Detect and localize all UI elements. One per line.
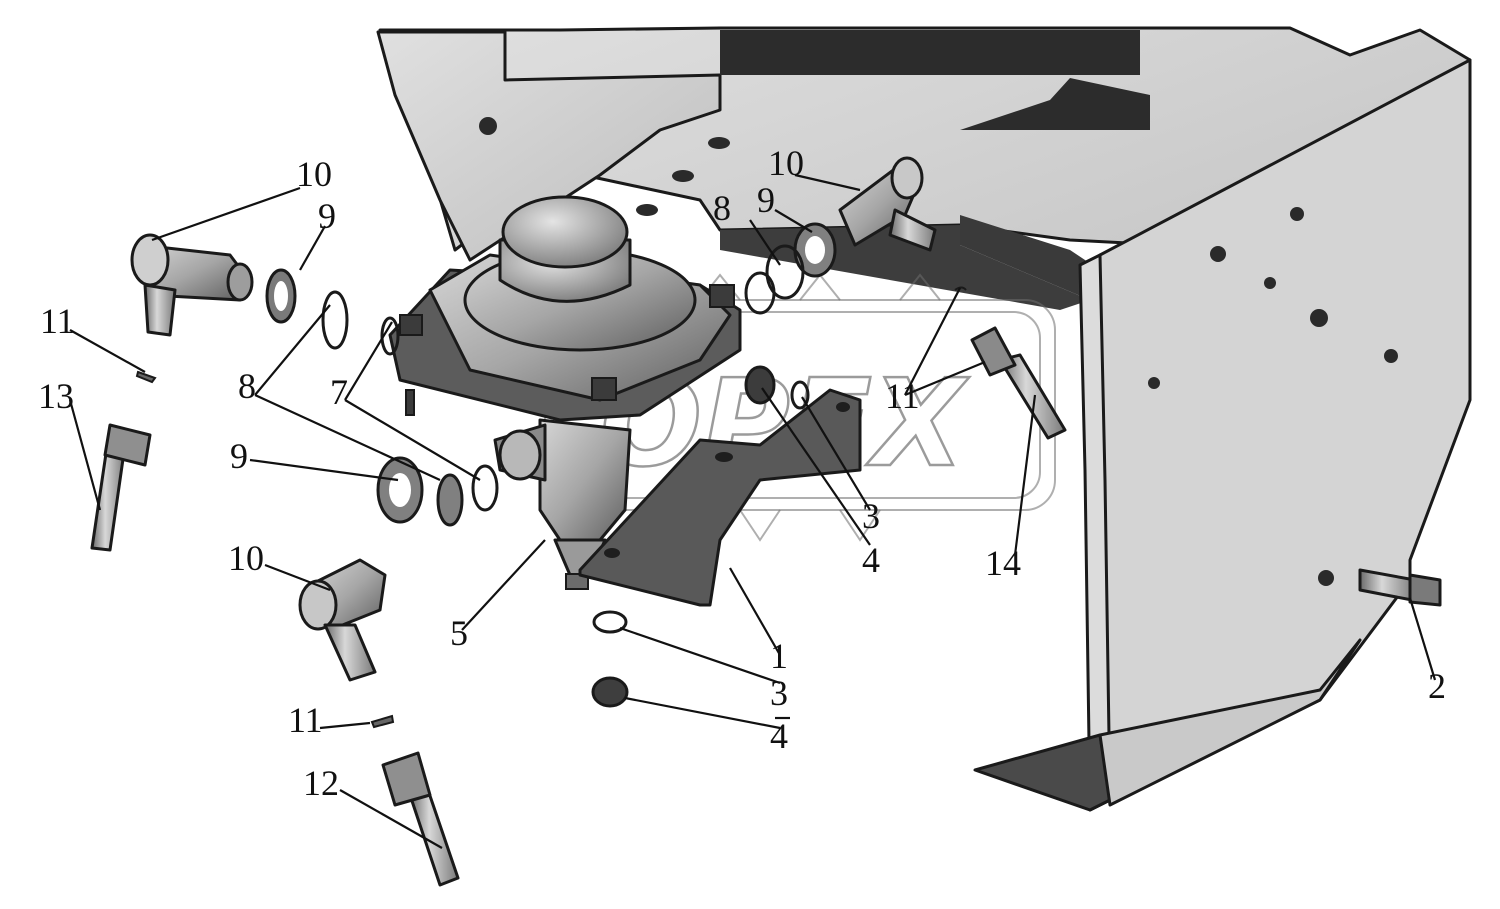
callout-13: 13 [38,376,74,416]
callout-11: 11 [885,376,920,416]
callout-5: 5 [450,613,468,653]
nuts-and-rings [265,222,837,527]
callouts: 10 9 11 13 8 7 9 10 5 10 8 9 11 3 4 14 1… [38,143,1446,803]
callout-9: 9 [318,196,336,236]
tube-13 [90,423,152,552]
callout-3: 3 [770,673,788,713]
elbow-fitting-lower [298,558,387,682]
callout-8: 8 [713,188,731,228]
callout-11: 11 [288,700,323,740]
callout-12: 12 [303,763,339,803]
callout-8: 8 [238,366,256,406]
callout-11: 11 [40,301,75,341]
tube-14 [970,326,1067,440]
bolt-2 [1358,568,1442,607]
callout-14: 14 [985,543,1021,583]
callout-1: 1 [770,636,788,676]
callout-10: 10 [296,154,332,194]
callout-9: 9 [230,436,248,476]
callout-2: 2 [1428,666,1446,706]
mounting-frame [376,26,1472,812]
callout-10: 10 [228,538,264,578]
callout-10: 10 [768,143,804,183]
bracket [578,388,862,607]
leader-lines [68,173,1437,849]
callout-9: 9 [757,180,775,220]
callout-3: 3 [862,496,880,536]
cotter-pins [135,286,967,729]
callout-7: 7 [330,372,348,412]
callout-4: 4 [862,540,880,580]
tube-12 [381,751,460,887]
frame-holes [479,117,1398,586]
nuts-washers [591,365,810,708]
valve-assembly [388,195,742,590]
elbow-fitting-upper-left [130,233,254,337]
callout-4: 4 [770,716,788,756]
elbow-fitting-upper-right [838,156,937,252]
